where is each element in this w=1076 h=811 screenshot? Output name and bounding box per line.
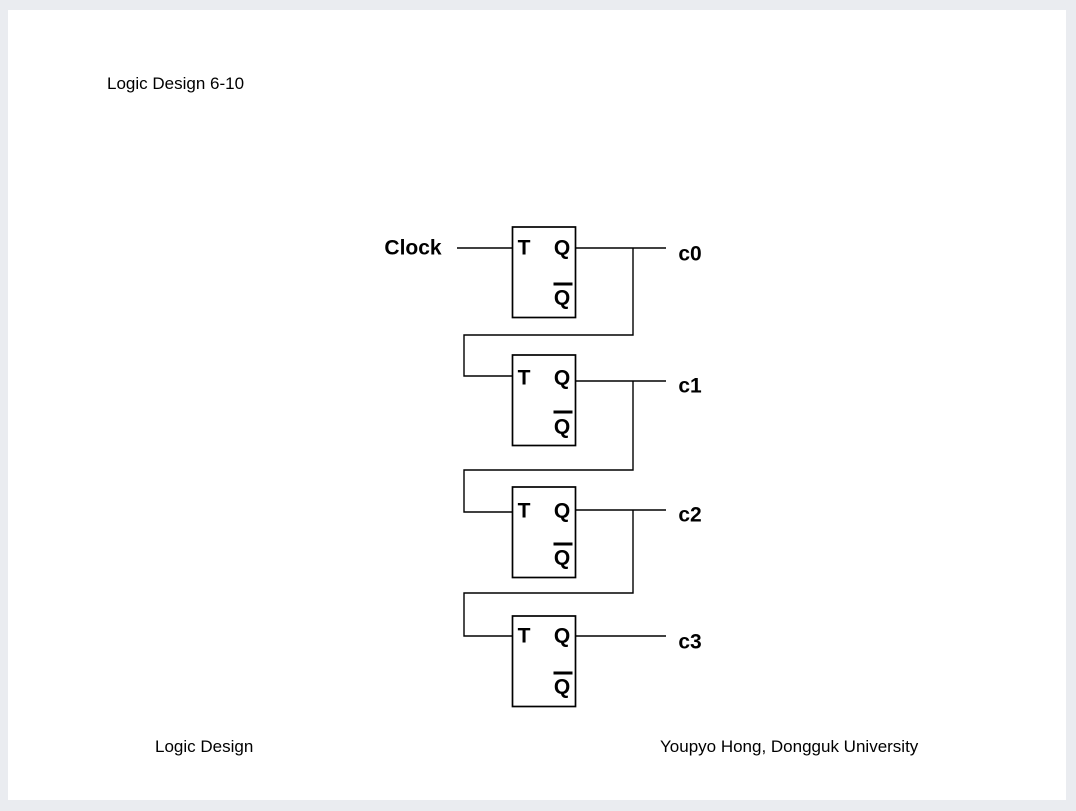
output-signal-label-c2: c2 [678, 503, 702, 527]
feedback-wire-2 [463, 510, 634, 637]
footer-author-label: Youpyo Hong, Dongguk University [660, 737, 919, 756]
flipflop-box-1 [511, 354, 577, 447]
output-signal-label-c3: c3 [678, 630, 702, 654]
qbar-output-label: Q [553, 286, 571, 310]
qbar-output-label: Q [553, 415, 571, 439]
flipflop-box-0 [511, 226, 577, 319]
output-signal-label-c1: c1 [678, 374, 702, 398]
footer-course-label: Logic Design [155, 737, 254, 756]
t-input-label: T [517, 236, 531, 260]
slide-title: Logic Design 6-10 [107, 74, 245, 93]
slide-page [8, 10, 1066, 800]
feedback-wire-1 [463, 381, 634, 513]
qbar-output-label: Q [553, 675, 571, 699]
q-output-label: Q [553, 499, 571, 523]
feedback-wire-0 [463, 248, 634, 377]
t-input-label: T [517, 366, 531, 390]
clock-label: Clock [384, 236, 442, 260]
t-input-label: T [517, 624, 531, 648]
qbar-output-label: Q [553, 546, 571, 570]
q-output-label: Q [553, 366, 571, 390]
q-output-label: Q [553, 236, 571, 260]
flipflop-box-2 [511, 486, 577, 579]
t-input-label: T [517, 499, 531, 523]
output-signal-label-c0: c0 [678, 242, 702, 266]
flipflop-box-3 [511, 615, 577, 708]
q-output-label: Q [553, 624, 571, 648]
